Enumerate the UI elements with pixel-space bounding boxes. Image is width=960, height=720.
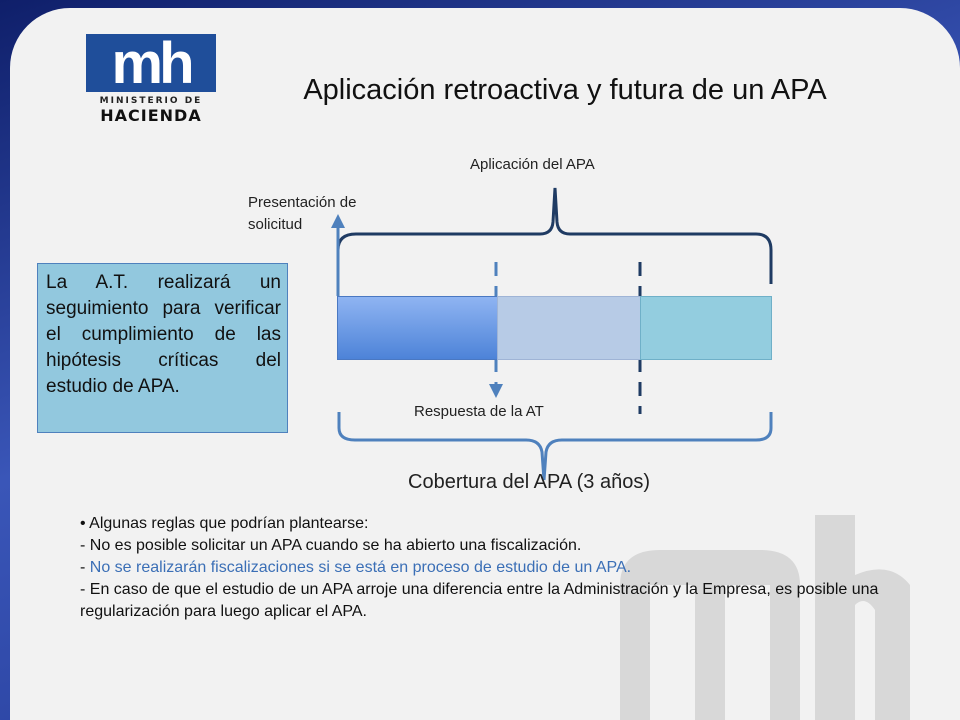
rule-1: - No es posible solicitar un APA cuando … — [80, 537, 582, 554]
rule-2: - No se realizarán fiscalizaciones si se… — [80, 557, 920, 579]
logo-line2: HACIENDA — [100, 106, 202, 125]
label-presentacion: Presentación de solicitud — [248, 192, 356, 236]
logo-mark: mh — [111, 31, 195, 96]
timeline-segment-2 — [497, 296, 641, 360]
arrow-up-icon — [331, 214, 345, 296]
note-box: La A.T. realizará un seguimiento para ve… — [37, 263, 288, 433]
page-title: Aplicación retroactiva y futura de un AP… — [303, 74, 827, 106]
rule-2-dash: - — [80, 559, 90, 576]
logo: mh MINISTERIO DE HACIENDA — [86, 31, 216, 125]
rule-2-text: No se realizarán fiscalizaciones si se e… — [89, 559, 632, 576]
top-bracket — [336, 187, 773, 296]
logo-badge — [86, 34, 216, 92]
rules-list: • Algunas reglas que podrían plantearse:… — [80, 513, 920, 623]
timeline-segment-1 — [337, 296, 498, 360]
label-aplicacion: Aplicación del APA — [470, 156, 595, 173]
label-presentacion-line2: solicitud — [248, 216, 303, 233]
bottom-bracket — [337, 412, 773, 481]
label-respuesta: Respuesta de la AT — [414, 403, 544, 420]
mh-watermark — [620, 515, 910, 720]
timeline-segment-3 — [640, 296, 772, 360]
label-presentacion-line1: Presentación de — [248, 194, 357, 211]
rules-intro: • Algunas reglas que podrían plantearse: — [80, 515, 369, 532]
logo-line1: MINISTERIO DE — [99, 96, 203, 106]
label-cobertura: Cobertura del APA (3 años) — [408, 471, 650, 493]
rule-3: - En caso de que el estudio de un APA ar… — [80, 581, 879, 620]
